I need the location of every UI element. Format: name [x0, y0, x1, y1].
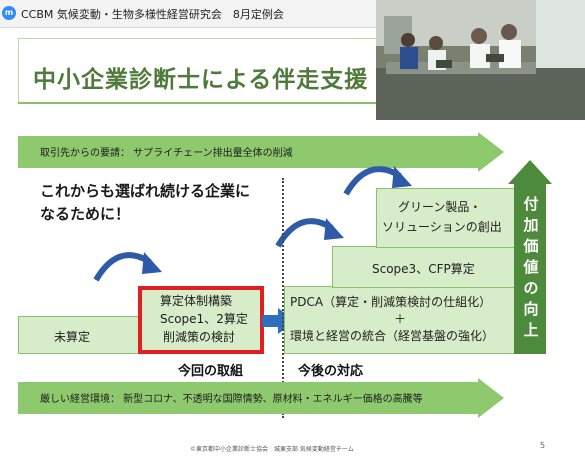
title-underline: [18, 102, 573, 104]
environment-arrow-text: 厳しい経営環境： 新型コロナ、不透明な国際情勢、原材料・エネルギー価格の高騰等: [40, 394, 423, 405]
step-scope3-label: Scope3、CFP算定: [372, 262, 475, 276]
step-unmeasured-label: 未算定: [54, 330, 91, 344]
slide-footer: ©東京都中小企業診断士協会 城東支部 気候変動経営チーム: [190, 446, 354, 453]
motto-text: これからも選ばれ続ける企業に なるために！: [40, 180, 250, 226]
request-arrow: 取引先からの要請： サプライチェーン排出量全体の削減: [18, 132, 504, 172]
timeline-divider: [282, 178, 284, 418]
value-arrow: 付加価値の向上: [508, 160, 552, 354]
future-label: 今後の対応: [298, 364, 364, 379]
meeting-room-video-image: [376, 0, 585, 120]
zoom-app-icon: m: [2, 6, 16, 20]
pdca-line-3: 環境と経営の統合（経営基盤の強化）: [290, 329, 495, 343]
highlight-line-2: Scope1、2算定: [160, 312, 248, 326]
highlight-line-3: 削減策の検討: [163, 330, 236, 344]
current-label: 今回の取組: [178, 364, 244, 379]
window-title: CCBM 気候変動・生物多様性経営研究会 8月定例会: [21, 8, 284, 21]
green-line-2: ソリューションの創出: [382, 220, 502, 234]
shared-slide: 中小企業診断士による伴走支援 取引先からの要請： サプライチェーン排出量全体の削…: [0, 28, 585, 461]
step-green-products: [376, 188, 520, 248]
curved-arrow-1-icon: [93, 252, 162, 282]
step-scope3: [332, 246, 520, 288]
motto-line-1: これからも選ばれ続ける企業に: [40, 182, 251, 200]
highlight-line-1: 算定体制構築: [160, 294, 233, 308]
slide-page-number: 5: [540, 441, 546, 450]
slide-title: 中小企業診断士による伴走支援: [33, 67, 369, 93]
curved-arrow-3-icon: [343, 166, 412, 196]
pdca-line-1: PDCA（算定・削減策検討の仕組化）: [290, 295, 492, 309]
step-unmeasured: [18, 316, 142, 354]
green-line-1: グリーン製品・: [398, 200, 482, 214]
request-arrow-text: 取引先からの要請： サプライチェーン排出量全体の削減: [40, 148, 293, 159]
value-arrow-text: 付加価値の向上: [523, 195, 539, 339]
environment-arrow: 厳しい経営環境： 新型コロナ、不透明な国際情勢、原材料・エネルギー価格の高騰等: [18, 378, 504, 418]
pdca-line-2: ＋: [394, 312, 407, 326]
motto-line-2: なるために！: [40, 205, 131, 223]
current-initiative-box: [138, 286, 264, 354]
participant-video-thumbnail[interactable]: [376, 0, 585, 120]
